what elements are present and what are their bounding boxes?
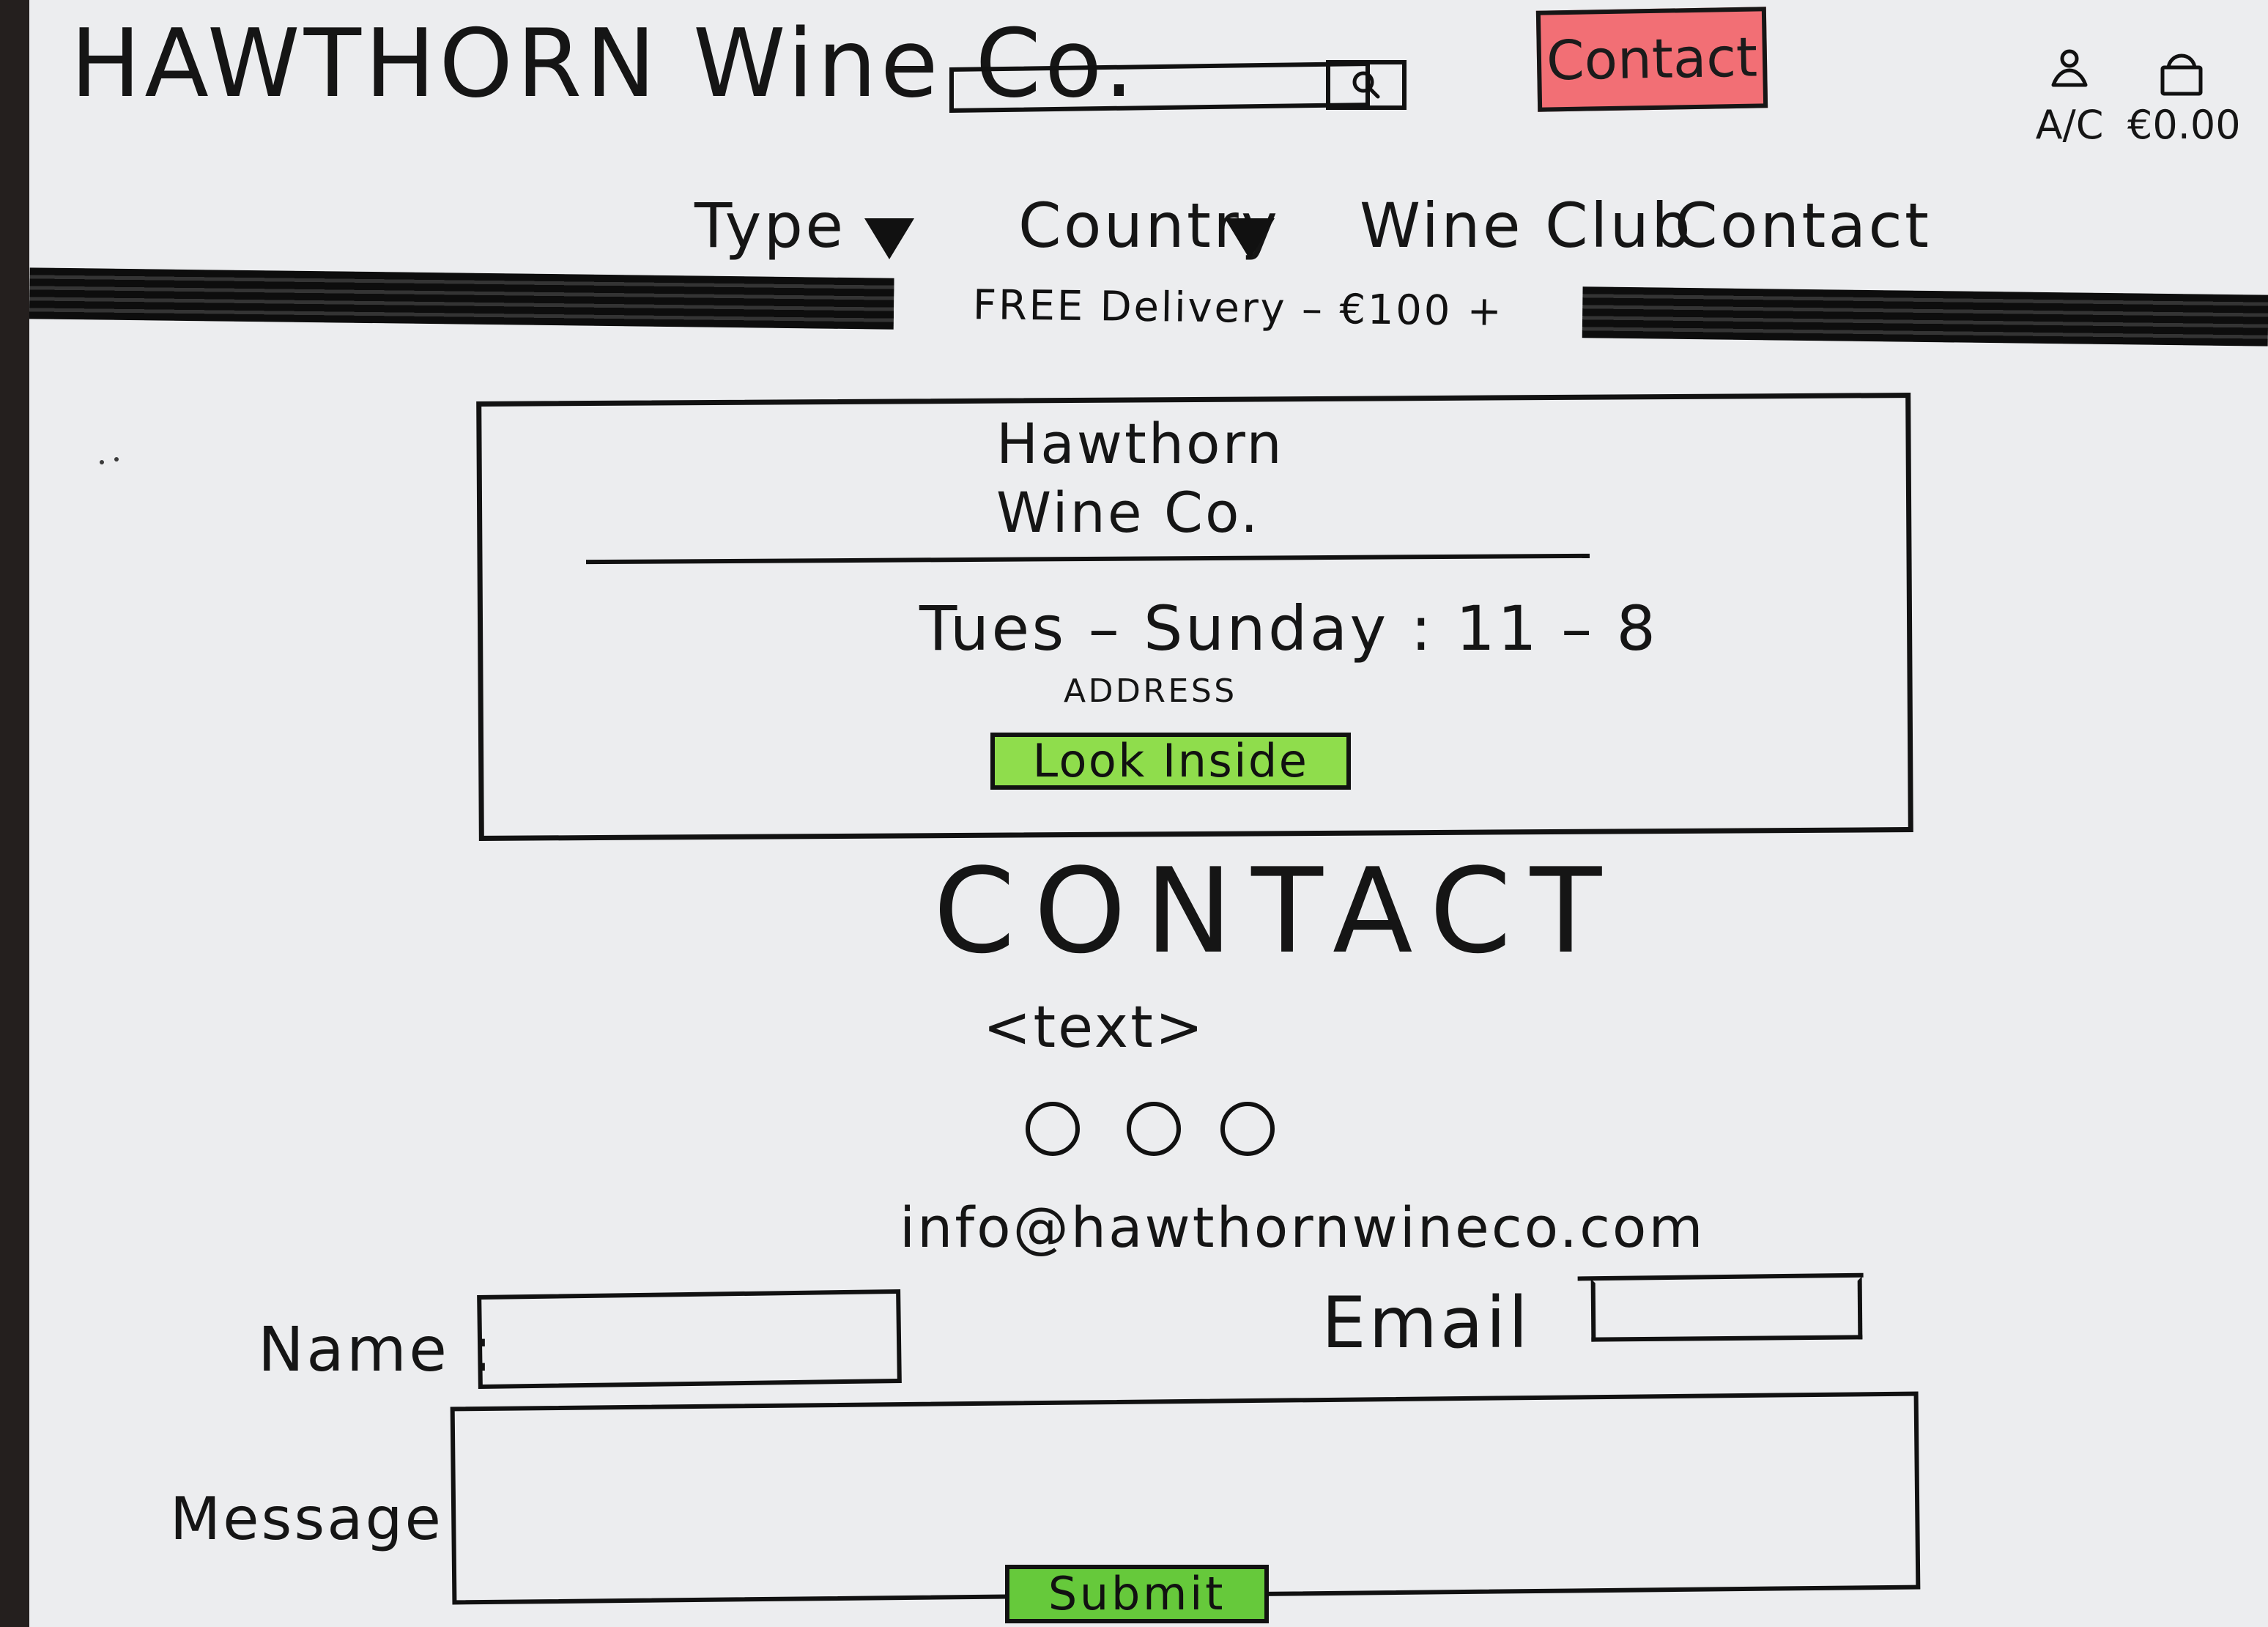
message-label: Message [170,1485,444,1553]
name-label: Name : [258,1313,494,1385]
brand-logo[interactable]: HAWTHORN Wine Co. [70,10,1138,119]
delivery-banner-text: FREE Delivery – €100 + [893,278,1583,338]
submit-button[interactable]: Submit [1005,1565,1269,1623]
circle-icon[interactable] [1026,1102,1080,1156]
pencil-mark [100,457,130,464]
nav-contact-link[interactable]: Contact [1675,190,1932,262]
sketch-page: HAWTHORN Wine Co. Contact A/C €0.00 Type… [29,0,2268,1627]
hero-title-line-1: Hawthorn [996,411,1284,476]
email-label: Email [1322,1282,1531,1364]
circle-icon[interactable] [1220,1102,1275,1156]
search-input[interactable] [949,61,1370,114]
contact-placeholder-text: <text> [983,995,1206,1061]
caret-down-icon [864,218,914,259]
search-button[interactable] [1326,60,1407,110]
cart-icon [2160,53,2203,96]
header-contact-button[interactable]: Contact [1535,7,1768,112]
account-label: A/C [2035,102,2104,148]
email-field[interactable] [1590,1276,1863,1342]
contact-title: CONTACT [933,842,1620,979]
nav-type-link[interactable]: Type [694,190,846,262]
hero-title-line-2: Wine Co. [996,480,1261,545]
name-field[interactable] [477,1289,902,1390]
social-links [1026,1102,1289,1168]
contact-email-address[interactable]: info@hawthornwineco.com [900,1195,1705,1260]
search-icon [1352,71,1380,99]
cart-link[interactable]: €0.00 [2127,45,2241,155]
banner-left-bar [29,267,894,330]
banner-right-bar [1582,286,2268,346]
delivery-banner: FREE Delivery – €100 + [29,254,2268,384]
account-icon [2051,49,2088,87]
circle-icon[interactable] [1127,1102,1181,1156]
caret-down-icon [1225,218,1275,259]
address-text: ADDRESS [1064,672,1237,710]
cart-total: €0.00 [2127,102,2241,148]
nav-wine-club-link[interactable]: Wine Club [1360,190,1693,262]
opening-hours: Tues – Sunday : 11 – 8 [919,593,1659,664]
account-link[interactable]: A/C [2029,45,2110,155]
look-inside-button[interactable]: Look Inside [990,733,1351,790]
